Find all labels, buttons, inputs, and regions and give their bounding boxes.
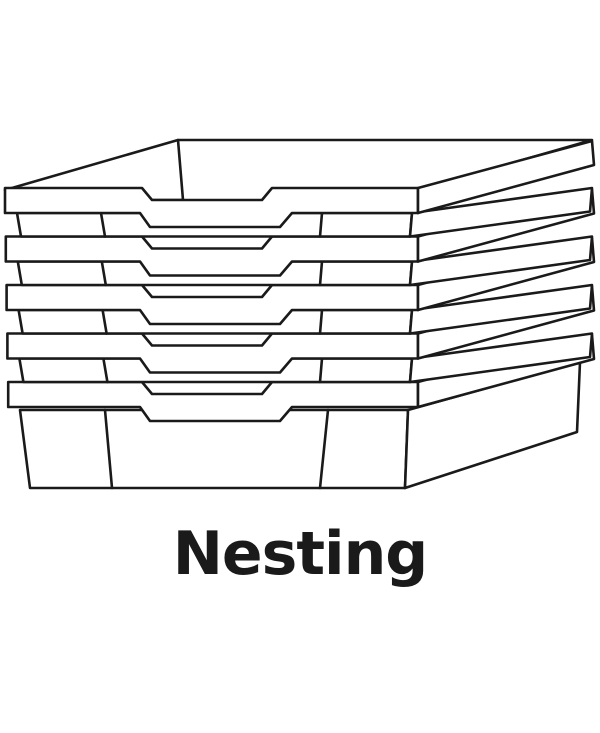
tray-body-seam-left — [103, 408, 114, 490]
tray-wall-side-strip — [408, 186, 594, 238]
tray-wall-seam-left — [101, 308, 108, 335]
tray-wall-seam-right — [318, 211, 324, 238]
tray-wall-side-strip — [408, 283, 594, 335]
tray-wall-side-strip — [408, 235, 594, 287]
caption-label: Nesting — [172, 519, 429, 589]
tray-wall-seam-right — [318, 308, 324, 335]
tray-wall-seam-left — [99, 211, 107, 238]
tray-side-rim — [416, 139, 596, 215]
tray-body-seam-right — [318, 408, 330, 490]
tray-wall-seam-right — [318, 357, 324, 384]
tray-wall-seam-right — [318, 260, 324, 287]
tray-wall-side-strip — [408, 332, 594, 384]
tray-wall-seam-left — [100, 260, 108, 287]
tray-wall-seam-left — [102, 357, 109, 384]
tray-stack — [3, 138, 596, 490]
